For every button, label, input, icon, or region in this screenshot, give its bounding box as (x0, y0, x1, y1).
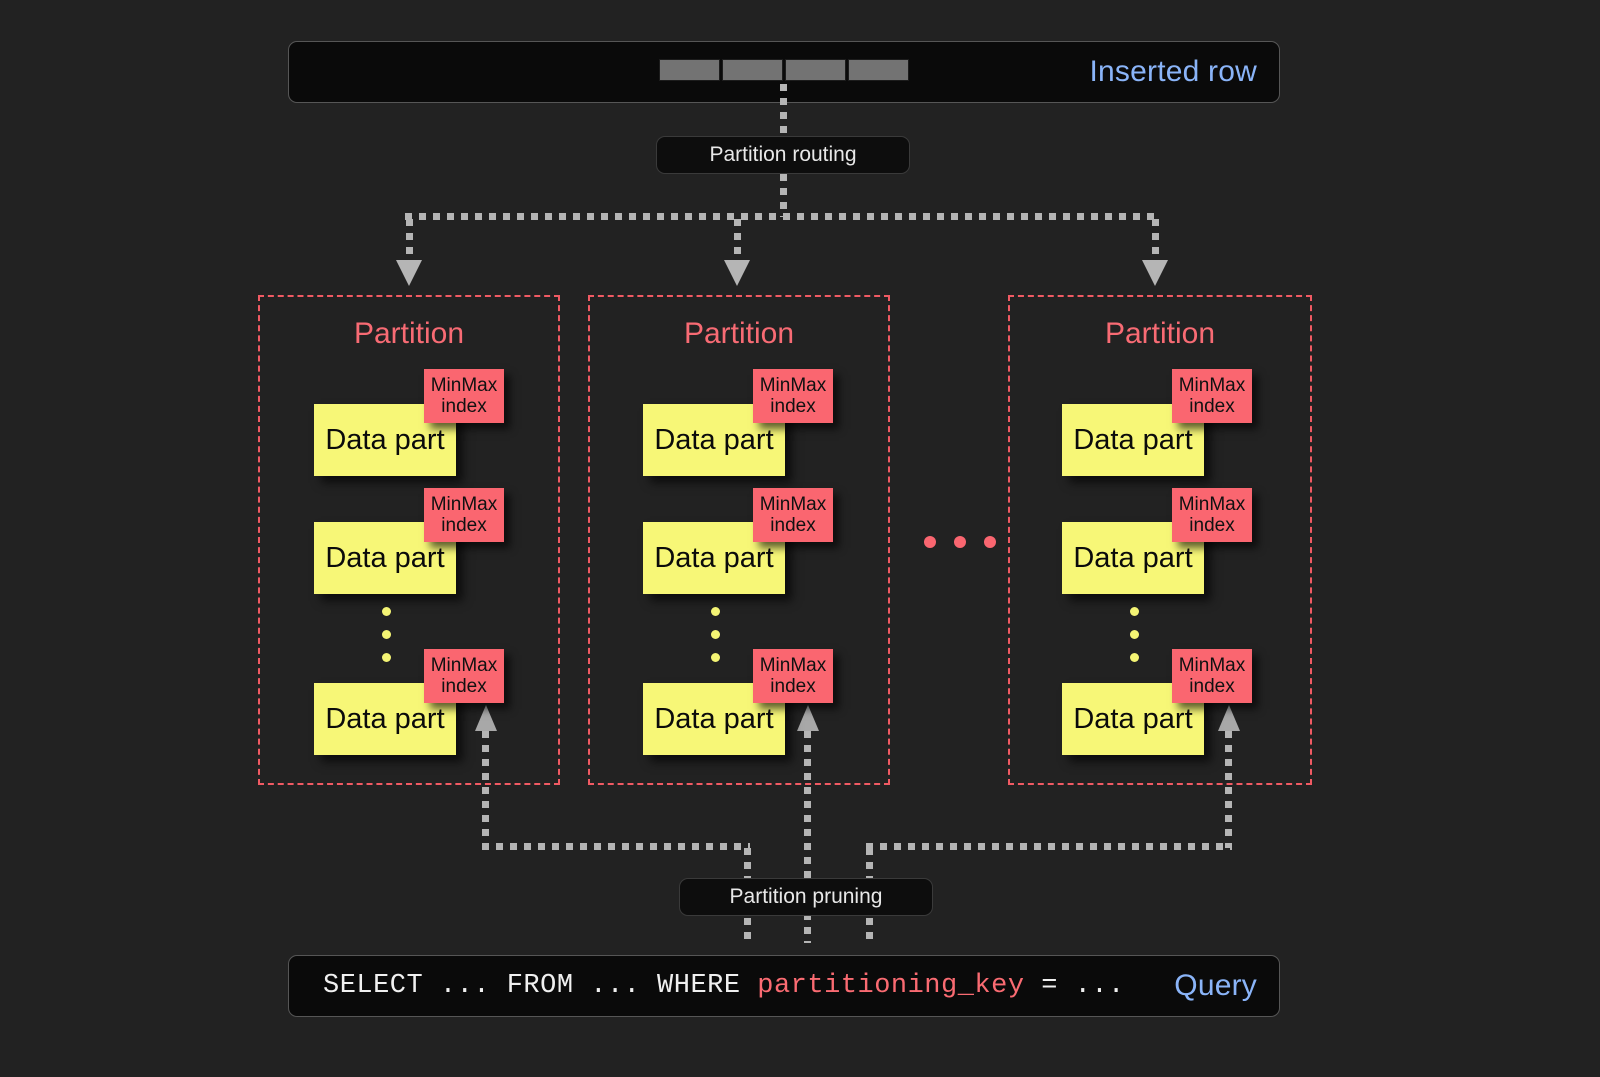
partition-box-1: Partition (258, 295, 560, 785)
data-part-ellipsis-3 (1130, 607, 1139, 676)
arrow-down-partition-2 (724, 260, 750, 286)
partition-routing-box: Partition routing (656, 136, 910, 174)
connector-row-to-routing (780, 84, 787, 136)
arrow-up-partition-2 (797, 705, 819, 731)
minmax-index-2-3: MinMax index (753, 649, 833, 703)
minmax-index-1-3: MinMax index (424, 649, 504, 703)
arrow-down-partition-3 (1142, 260, 1168, 286)
inserted-row-label: Inserted row (1089, 55, 1257, 88)
ellipsis-dot (382, 630, 391, 639)
minmax-line-2: index (770, 515, 816, 536)
connector-pruning-to-partition-2 (804, 731, 811, 943)
partition-title: Partition (683, 317, 795, 350)
data-part-label: Data part (325, 423, 445, 456)
minmax-index-3-1: MinMax index (1172, 369, 1252, 423)
minmax-index-2-1: MinMax index (753, 369, 833, 423)
partition-title: Partition (1104, 317, 1216, 350)
ellipsis-dot (1130, 607, 1139, 616)
minmax-line-2: index (441, 515, 487, 536)
partition-pruning-label: Partition pruning (729, 885, 883, 908)
connector-routing-to-bus (780, 174, 787, 217)
query-label: Query (1174, 969, 1257, 1002)
connector-bus-to-partition-3 (1152, 219, 1159, 265)
row-cell (722, 59, 783, 81)
data-part-label: Data part (1073, 423, 1193, 456)
data-part-label: Data part (654, 702, 774, 735)
data-part-label: Data part (1073, 541, 1193, 574)
routing-bus-horizontal (405, 213, 1159, 220)
ellipsis-dot (711, 630, 720, 639)
pruning-bus-left (482, 843, 750, 850)
ellipsis-dot (1130, 630, 1139, 639)
row-cell (659, 59, 720, 81)
query-prefix: SELECT ... FROM ... WHERE (323, 971, 758, 1001)
data-part-1-3: Data part (314, 683, 456, 755)
connector-bus-to-partition-2 (734, 219, 741, 265)
ellipsis-dot (711, 607, 720, 616)
data-part-1-2: Data part (314, 522, 456, 594)
row-cell (848, 59, 909, 81)
arrow-down-partition-1 (396, 260, 422, 286)
minmax-index-3-3: MinMax index (1172, 649, 1252, 703)
minmax-line-2: index (770, 396, 816, 417)
data-part-ellipsis-1 (382, 607, 391, 676)
connector-pruning-to-partition-1 (482, 731, 489, 848)
query-bar: SELECT ... FROM ... WHERE partitioning_k… (288, 955, 1280, 1017)
minmax-index-3-2: MinMax index (1172, 488, 1252, 542)
data-part-ellipsis-2 (711, 607, 720, 676)
partition-routing-label: Partition routing (709, 143, 857, 166)
data-part-label: Data part (654, 423, 774, 456)
ellipsis-dot (382, 607, 391, 616)
minmax-line-1: MinMax (430, 493, 498, 515)
partition-box-2: Partition (588, 295, 890, 785)
minmax-line-2: index (770, 676, 816, 697)
arrow-up-partition-3 (1218, 705, 1240, 731)
ellipsis-dot (1130, 653, 1139, 662)
minmax-line-1: MinMax (1178, 374, 1246, 396)
query-statement: SELECT ... FROM ... WHERE partitioning_k… (323, 971, 1125, 1001)
minmax-index-2-2: MinMax index (753, 488, 833, 542)
minmax-line-1: MinMax (1178, 654, 1246, 676)
data-part-label: Data part (1073, 702, 1193, 735)
pruning-bus-right (866, 843, 1232, 850)
connector-bus-to-partition-1 (406, 219, 413, 265)
connector-pruning-to-partition-3 (1225, 731, 1232, 848)
minmax-line-2: index (1189, 515, 1235, 536)
partitions-ellipsis (924, 536, 996, 548)
partition-pruning-box: Partition pruning (679, 878, 933, 916)
data-part-3-1: Data part (1062, 404, 1204, 476)
minmax-line-2: index (441, 396, 487, 417)
ellipsis-dot (984, 536, 996, 548)
arrow-up-partition-1 (475, 705, 497, 731)
query-keyword: partitioning_key (757, 971, 1025, 1001)
minmax-index-1-1: MinMax index (424, 369, 504, 423)
minmax-line-1: MinMax (430, 374, 498, 396)
minmax-line-2: index (1189, 396, 1235, 417)
data-part-2-1: Data part (643, 404, 785, 476)
data-part-3-3: Data part (1062, 683, 1204, 755)
data-part-label: Data part (325, 702, 445, 735)
minmax-index-1-2: MinMax index (424, 488, 504, 542)
partition-title: Partition (353, 317, 465, 350)
minmax-line-2: index (441, 676, 487, 697)
row-cell (785, 59, 846, 81)
ellipsis-dot (924, 536, 936, 548)
minmax-line-1: MinMax (759, 654, 827, 676)
ellipsis-dot (382, 653, 391, 662)
inserted-row-cells (659, 59, 909, 81)
minmax-line-1: MinMax (1178, 493, 1246, 515)
ellipsis-dot (954, 536, 966, 548)
minmax-line-1: MinMax (759, 374, 827, 396)
partition-box-3: Partition (1008, 295, 1312, 785)
minmax-line-2: index (1189, 676, 1235, 697)
ellipsis-dot (711, 653, 720, 662)
minmax-line-1: MinMax (759, 493, 827, 515)
query-suffix: = ... (1024, 971, 1125, 1001)
minmax-line-1: MinMax (430, 654, 498, 676)
data-part-label: Data part (325, 541, 445, 574)
data-part-label: Data part (654, 541, 774, 574)
